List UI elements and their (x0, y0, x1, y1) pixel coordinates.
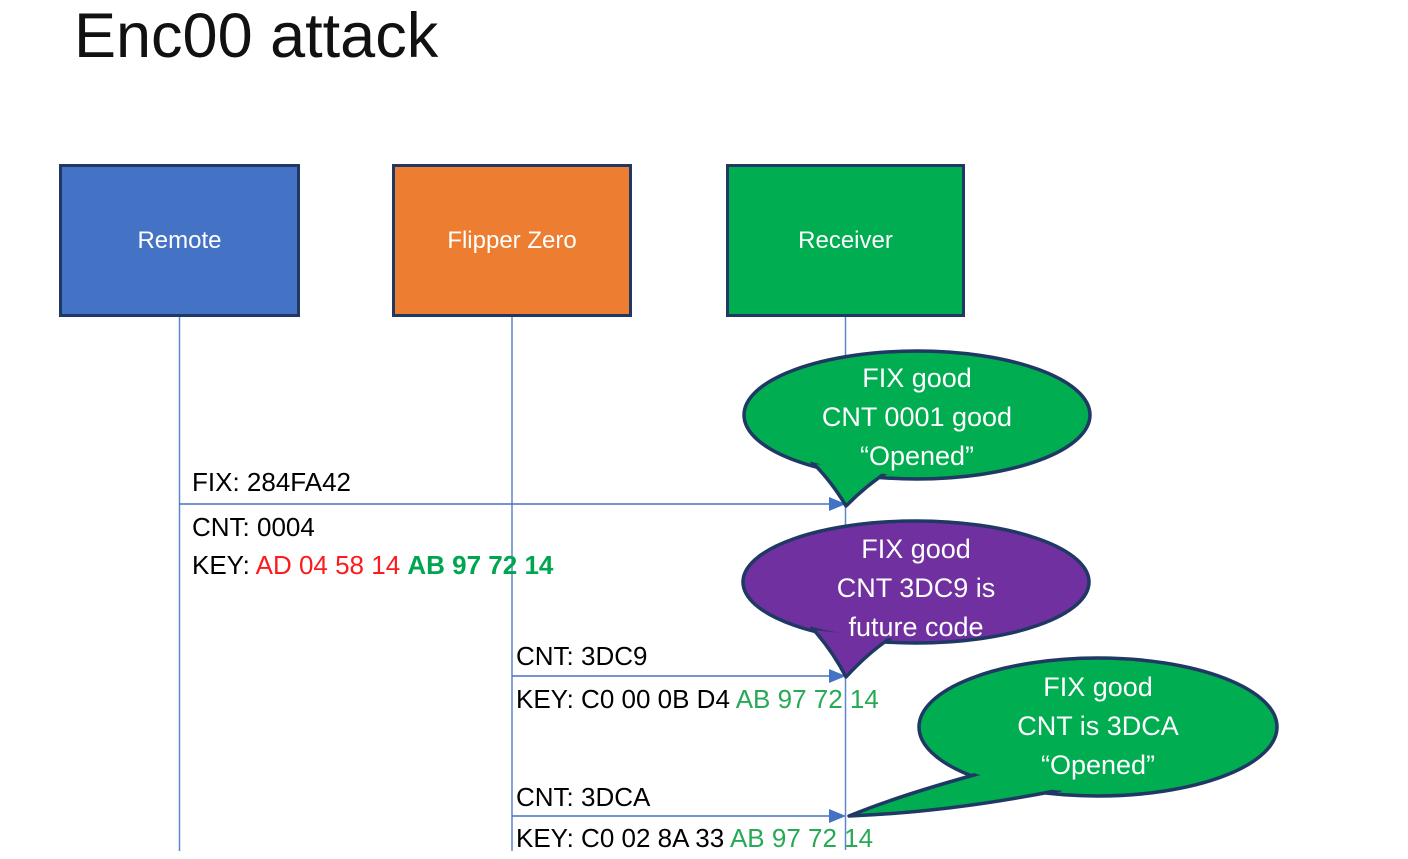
message-2-cnt-label: CNT: 3DC9 (516, 640, 647, 672)
message-arrow-3-head (829, 809, 846, 823)
actor-box-receiver: Receiver (726, 164, 965, 317)
callout-3-line-2: CNT is 3DCA (1017, 711, 1179, 741)
callout-1-line-2: CNT 0001 good (821, 402, 1013, 432)
message-1-key-green-bytes: AB 97 72 14 (407, 550, 554, 580)
callout-2-line-2: CNT 3DC9 is (836, 573, 996, 603)
callout-1-text: FIX good CNT 0001 good “Opened” (744, 359, 1090, 476)
message-2-key-green-bytes: AB 97 72 14 (735, 684, 879, 714)
message-1-fix-text: FIX: 284FA42 (192, 467, 351, 497)
actor-label-flipper-zero: Flipper Zero (447, 226, 577, 254)
message-arrow-1-head (829, 497, 846, 511)
message-2-cnt-text: CNT: 3DC9 (516, 641, 648, 671)
message-1-key-red-bytes: AD 04 58 14 (255, 550, 408, 580)
callout-3-text: FIX good CNT is 3DCA “Opened” (918, 668, 1278, 785)
callout-2-line-3: future code (848, 612, 984, 642)
message-1-cnt-label: CNT: 0004 (192, 511, 315, 543)
actor-box-flipper-zero: Flipper Zero (392, 164, 632, 317)
message-1-fix-label: FIX: 284FA42 (192, 466, 351, 498)
message-3-key-green-bytes: AB 97 72 14 (729, 823, 874, 853)
callout-3-line-1: FIX good (1043, 672, 1153, 702)
message-2-key-label: KEY: C0 00 0B D4 AB 97 72 14 (516, 683, 879, 715)
callout-1-line-1: FIX good (862, 363, 972, 393)
actor-label-receiver: Receiver (798, 226, 893, 254)
actor-label-remote: Remote (137, 226, 222, 254)
message-2-key-prefix: KEY: C0 00 0B D4 (516, 684, 736, 714)
page-title: Enc00 attack (74, 1, 439, 71)
message-3-cnt-text: CNT: 3DCA (516, 782, 651, 812)
message-1-key-label: KEY: AD 04 58 14 AB 97 72 14 (192, 549, 553, 581)
callout-2-text: FIX good CNT 3DC9 is future code (743, 530, 1089, 647)
actor-box-remote: Remote (59, 164, 300, 317)
message-3-cnt-label: CNT: 3DCA (516, 781, 650, 813)
message-3-key-label: KEY: C0 02 8A 33 AB 97 72 14 (516, 822, 873, 854)
message-1-cnt-text: CNT: 0004 (192, 512, 315, 542)
message-arrow-2-head (829, 669, 846, 683)
callout-3-line-3: “Opened” (1040, 750, 1156, 780)
callout-1-line-3: “Opened” (859, 441, 975, 471)
callout-2-line-1: FIX good (861, 534, 971, 564)
message-1-key-prefix: KEY: (192, 550, 256, 580)
message-3-key-prefix: KEY: C0 02 8A 33 (516, 823, 730, 853)
